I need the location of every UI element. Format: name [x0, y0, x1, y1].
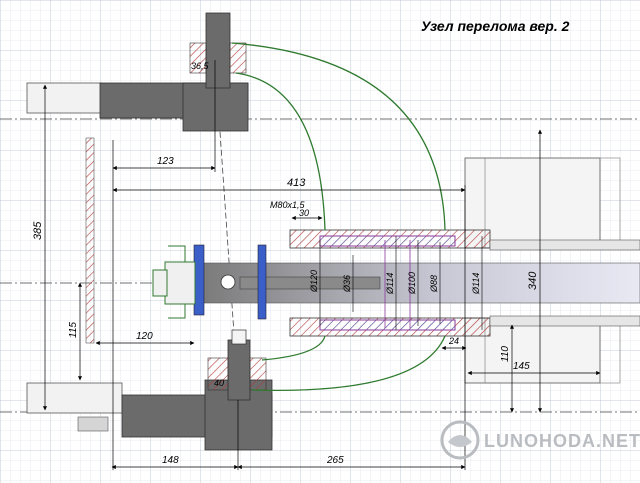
left-foot: [77, 416, 109, 432]
upper-hinge-body: [205, 12, 231, 89]
swing-arc-lower-outer: [251, 335, 446, 392]
coupling-nose: [152, 269, 168, 297]
swing-arc-upper-inner: [235, 72, 326, 231]
dim-123: 123: [157, 156, 174, 167]
dim-40: 40: [214, 378, 224, 388]
dia-88: Ø88: [429, 275, 439, 293]
left-frame-lower: [26, 382, 123, 414]
left-frame-upper: [26, 82, 103, 114]
lower-pin: [231, 329, 247, 345]
bracket-top: [168, 245, 186, 262]
dim-145: 145: [513, 361, 530, 372]
diameter-lines: [319, 236, 483, 330]
swing-arc-lower-inner: [261, 335, 326, 361]
dim-24: 24: [448, 336, 459, 346]
dim-265: 265: [326, 455, 344, 466]
lower-hinge-body: [227, 339, 251, 401]
thread-label: M80x1,5: [270, 200, 306, 210]
watermark-text: LUNOHODA.NET: [484, 431, 640, 451]
upper-hinge-hatch-left: [189, 42, 207, 74]
dim-340: 340: [527, 271, 539, 290]
right-sleeve-bottom: [489, 315, 640, 327]
dim-148: 148: [162, 455, 179, 466]
lower-hinge-hatch-right: [249, 357, 267, 391]
dim-30: 30: [299, 208, 309, 218]
drawing-title: Узел перелома вер. 2: [421, 18, 570, 34]
lower-hinge-hatch-left: [207, 357, 229, 391]
left-plate: [85, 137, 95, 344]
dia-100: Ø100: [407, 272, 417, 295]
upper-beam-end: [182, 82, 249, 132]
bushing-bottom: [319, 319, 456, 331]
dia-114-left: Ø114: [385, 273, 395, 295]
watermark-logo: [440, 420, 480, 460]
bracket-bottom: [168, 304, 186, 319]
dim-110: 110: [500, 346, 511, 362]
right-sleeve-top: [489, 239, 640, 251]
dim-385: 385: [32, 221, 44, 240]
dia-120: Ø120: [309, 270, 319, 293]
dia-36: Ø36: [342, 275, 352, 293]
bushing-top: [319, 235, 456, 247]
inner-shaft: [239, 276, 381, 290]
coupling-body: [164, 261, 196, 305]
dim-120: 120: [136, 331, 153, 342]
dia-114-right: Ø114: [471, 273, 481, 295]
watermark: LUNOHODA.NET: [440, 420, 640, 460]
mid-flange: [257, 244, 267, 320]
upper-hinge-hatch-right: [229, 42, 247, 74]
dim-115: 115: [68, 322, 79, 338]
dim-413: 413: [287, 177, 306, 189]
dim-36-5: 36,5: [191, 61, 210, 71]
hinge-pin-circle: [220, 274, 236, 290]
